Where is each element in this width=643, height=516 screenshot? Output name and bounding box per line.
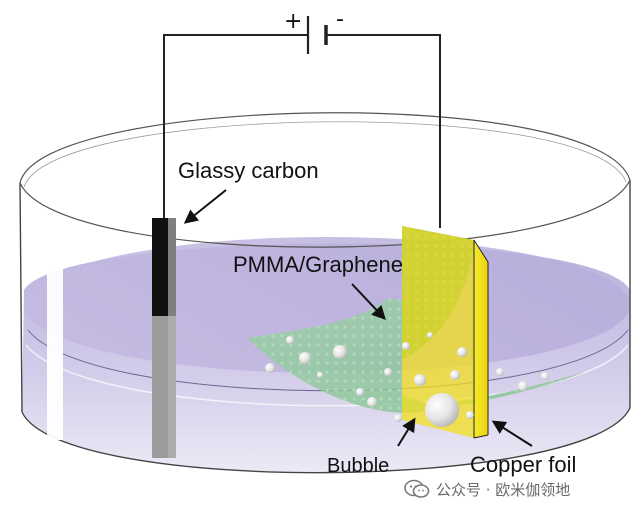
glassy-carbon-electrode [152, 218, 176, 458]
wire-left [163, 34, 308, 222]
label-bubble: Bubble [327, 455, 389, 477]
glass-highlight [47, 258, 63, 440]
film-dots [247, 298, 585, 413]
battery-positive-sign: + [284, 9, 302, 34]
label-pmma-graphene: PMMA/Graphene [233, 252, 403, 277]
dish-back-rim-inner [23, 121, 627, 188]
battery-negative-sign: - [336, 7, 344, 32]
wechat-icon [404, 479, 430, 499]
battery-symbol [306, 16, 328, 54]
dish-left-wall [19, 182, 23, 413]
arrow-copper-foil [491, 420, 533, 447]
label-glassy-carbon: Glassy carbon [178, 158, 319, 183]
watermark: 公众号 · 欧米伽领地 [404, 478, 570, 500]
arrow-bubble [397, 417, 416, 447]
dish-front-rim [19, 179, 631, 248]
liquid-front-line-2 [25, 344, 629, 407]
bubbles [265, 332, 549, 427]
wire-right [326, 34, 441, 228]
watermark-text: 公众号 · 欧米伽领地 [436, 480, 571, 499]
dish-bottom-front [21, 407, 631, 474]
arrow-pmma-graphene [351, 283, 386, 321]
arrow-glassy-carbon [183, 189, 227, 224]
dish-back-rim [19, 112, 631, 184]
label-copper-foil: Copper foil [470, 452, 576, 477]
